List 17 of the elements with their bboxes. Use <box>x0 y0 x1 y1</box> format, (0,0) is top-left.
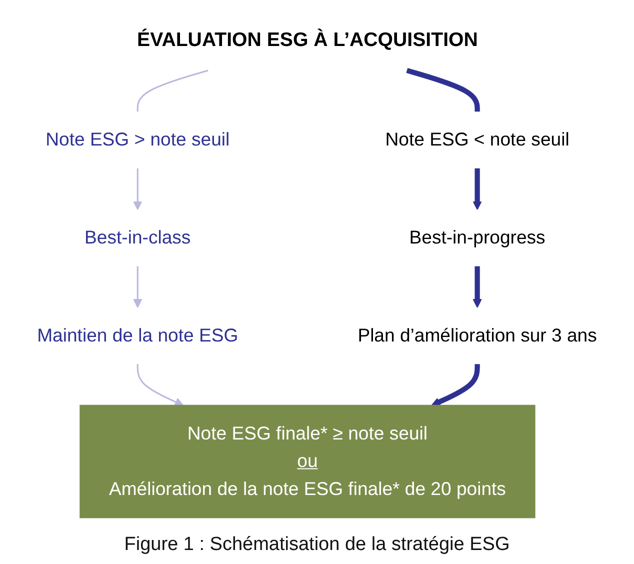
arrow <box>472 266 482 308</box>
flowchart: ÉVALUATION ESG À L’ACQUISITION Note ESG > note seuil Best-in-class Maintien de la note ESG Note ESG < note seuil Best-in-progress Plan d’amélioration sur 3 ans Note ESG finale* ≥ note seuil ou Amélioration de la note ESG finale* de 20 points <box>0 4 634 526</box>
node-text: Note ESG < note seuil <box>385 129 570 150</box>
node-text: Note ESG > note seuil <box>46 129 230 150</box>
node-text: Best-in-class <box>84 227 191 248</box>
arrow <box>133 168 142 210</box>
node-text: Maintien de la note ESG <box>37 325 238 346</box>
arrow <box>431 364 480 406</box>
node-text: Best-in-progress <box>409 227 546 248</box>
arrow <box>472 168 482 210</box>
connector <box>136 70 208 112</box>
node-text: Plan d’amélioration sur 3 ans <box>358 325 597 346</box>
arrow <box>136 364 184 406</box>
figure-caption: Figure 1 : Schématisation de la stratégie ESG <box>124 533 510 557</box>
arrow <box>133 266 142 308</box>
node-text: ÉVALUATION ESG À L’ACQUISITION <box>137 30 478 52</box>
node-box <box>80 404 536 518</box>
